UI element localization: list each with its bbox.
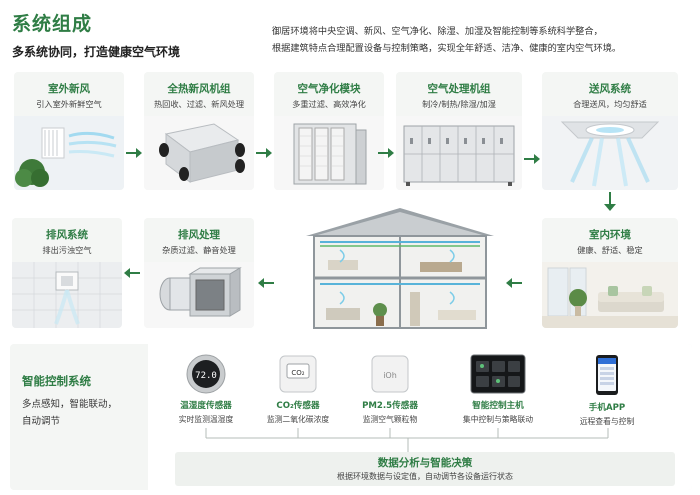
device-phone-app: 手机APP 远程查看与控制	[562, 354, 652, 427]
card-exhaust-treatment: 排风处理 杂质过滤、静音处理	[144, 218, 254, 328]
device-desc: 远程查看与控制	[579, 417, 635, 426]
flow-arrow-left	[124, 268, 140, 278]
card-title: 排风系统	[46, 229, 88, 241]
device-connector-lines	[205, 428, 609, 452]
co2-sensor-icon: CO₂	[278, 354, 318, 394]
card-erv-unit: 全热新风机组 热回收、过滤、新风处理	[144, 72, 254, 190]
flow-arrow	[256, 148, 272, 158]
card-title: 室外新风	[48, 83, 90, 95]
outdoor-air-illustration	[14, 116, 124, 190]
card-sub: 杂质过滤、静音处理	[162, 245, 236, 255]
card-title: 室内环境	[589, 229, 631, 241]
device-name: 手机APP	[588, 403, 626, 413]
card-purification-module: 空气净化模块 多重过滤、高效净化	[274, 72, 384, 190]
intro-line-1: 御居环境将中央空调、新风、空气净化、除湿、加湿及智能控制等系统科学整合，	[272, 26, 603, 37]
flow-arrow-down	[604, 192, 616, 211]
card-sub: 健康、舒适、稳定	[577, 245, 643, 255]
page-title: 系统组成	[12, 13, 93, 35]
control-title: 智能控制系统	[22, 374, 91, 388]
flow-arrow-left	[506, 278, 522, 288]
analysis-title: 数据分析与智能决策	[377, 457, 473, 469]
flow-arrow	[524, 154, 540, 164]
data-analysis-box: 数据分析与智能决策 根据环境数据与设定值，自动调节各设备运行状态	[175, 452, 675, 486]
pm25-screen-text: iOh	[383, 371, 397, 380]
device-desc: 集中控制与策略联动	[462, 415, 534, 424]
device-name: CO₂传感器	[276, 401, 320, 411]
intro-text: 御居环境将中央空调、新风、空气净化、除湿、加湿及智能控制等系统科学整合， 根据建…	[272, 23, 692, 57]
card-exhaust-system: 排风系统 排出污浊空气	[12, 218, 122, 328]
card-sub: 引入室外新鲜空气	[36, 99, 102, 109]
device-name: 温湿度传感器	[180, 401, 232, 411]
card-title: 空气净化模块	[297, 83, 361, 95]
flow-arrow	[378, 148, 394, 158]
card-indoor-environment: 室内环境 健康、舒适、稳定	[542, 218, 678, 328]
control-desc-line-1: 多点感知，智能联动，	[22, 399, 118, 410]
card-title: 全热新风机组	[167, 83, 231, 95]
card-supply-air: 送风系统 合理送风，均匀舒适	[542, 72, 678, 190]
device-co2-sensor: CO₂ CO₂传感器 监测二氧化碳浓度	[253, 354, 343, 425]
card-sub: 排出污浊空气	[42, 245, 92, 255]
device-desc: 监测二氧化碳浓度	[266, 415, 330, 424]
control-desc-line-2: 自动调节	[22, 416, 61, 427]
air-handling-unit-illustration	[396, 116, 522, 190]
device-temp-humidity-sensor: 72.0 温湿度传感器 实时监测温湿度	[161, 354, 251, 425]
control-desc: 多点感知，智能联动， 自动调节	[22, 396, 142, 430]
thermostat-screen-text: 72.0	[195, 371, 217, 381]
card-air-handling-unit: 空气处理机组 制冷/制热/除湿/加湿	[396, 72, 522, 190]
supply-air-illustration	[542, 116, 678, 190]
device-pm25-sensor: iOh PM2.5传感器 监测空气颗粒物	[345, 354, 435, 425]
flow-arrow	[126, 148, 142, 158]
pm25-sensor-icon: iOh	[370, 354, 410, 394]
device-name: PM2.5传感器	[362, 401, 418, 411]
purification-module-illustration	[274, 116, 384, 190]
device-desc: 监测空气颗粒物	[362, 415, 418, 424]
page-subtitle: 多系统协同，打造健康空气环境	[12, 45, 181, 59]
exhaust-treatment-illustration	[144, 262, 254, 328]
card-sub: 热回收、过滤、新风处理	[153, 99, 245, 109]
thermostat-icon: 72.0	[186, 354, 226, 394]
card-title: 送风系统	[589, 83, 631, 95]
card-title: 排风处理	[178, 229, 220, 241]
exhaust-system-illustration	[12, 262, 122, 328]
card-title: 空气处理机组	[427, 83, 491, 95]
card-outdoor-air: 室外新风 引入室外新鲜空气	[14, 72, 124, 190]
co2-screen-text: CO₂	[291, 369, 304, 377]
analysis-sub: 根据环境数据与设定值，自动调节各设备运行状态	[337, 472, 513, 481]
indoor-environment-illustration	[542, 262, 678, 328]
card-sub: 制冷/制热/除湿/加湿	[422, 99, 496, 109]
phone-app-icon	[595, 354, 619, 396]
device-name: 智能控制主机	[472, 401, 524, 411]
device-desc: 实时监测温湿度	[178, 415, 234, 424]
house-cross-section	[300, 206, 500, 330]
card-sub: 合理送风，均匀舒适	[573, 99, 647, 109]
flow-arrow-left	[258, 278, 274, 288]
erv-unit-illustration	[144, 116, 254, 190]
intro-line-2: 根据建筑特点合理配置设备与控制策略，实现全年舒适、洁净、健康的室内空气环境。	[272, 43, 622, 54]
control-host-icon	[470, 354, 526, 394]
device-control-host: 智能控制主机 集中控制与策略联动	[453, 354, 543, 425]
card-sub: 多重过滤、高效净化	[292, 99, 366, 109]
